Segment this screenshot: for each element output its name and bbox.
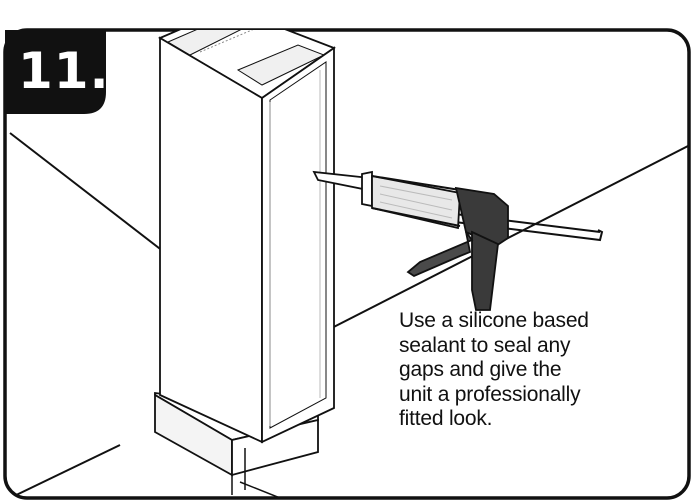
instruction-line: gaps and give the [399,358,562,381]
instruction-line: Use a silicone based [399,309,589,332]
cabinet-icon [154,30,336,495]
wall-corner-line [9,132,169,256]
step-badge [5,30,106,114]
caulking-gun-icon [312,170,604,311]
floor-line-bottom [239,481,281,498]
instruction-line: unit a professionally [399,382,581,406]
instruction-line: sealant to seal any [399,333,571,357]
instruction-text: Use a silicone based sealant to seal any… [399,309,684,432]
instruction-line: fitted look. [399,407,493,430]
wall-floor-line [9,444,121,498]
step-number: 11. [18,42,110,100]
